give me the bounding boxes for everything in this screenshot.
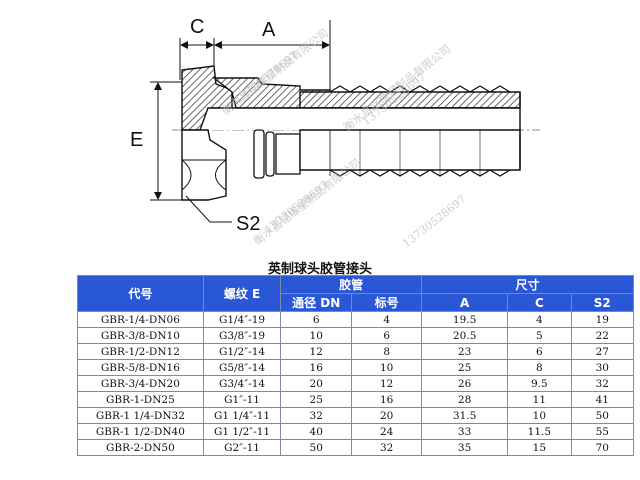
cell-s2: 30 xyxy=(570,359,635,376)
dim-e-label: E xyxy=(130,129,143,151)
cell-dn: 50 xyxy=(280,439,353,456)
cell-dn: 32 xyxy=(280,407,353,424)
cell-c: 11.5 xyxy=(507,423,572,440)
table-row: GBR-5/8-DN16 G5/8″-14 16 10 25 8 30 xyxy=(77,359,635,376)
cell-s2: 22 xyxy=(570,327,635,344)
cell-mark: 16 xyxy=(351,391,423,408)
header-bore: 通径 DN xyxy=(280,293,353,312)
cell-dn: 40 xyxy=(280,423,353,440)
cell-dn: 10 xyxy=(280,327,353,344)
cell-thread: G1 1/4″-11 xyxy=(202,407,282,424)
cell-code: GBR-1 1/4-DN32 xyxy=(77,407,204,424)
header-c: C xyxy=(507,293,572,312)
table-row: GBR-2-DN50 G2″-11 50 32 35 15 70 xyxy=(77,439,635,456)
cell-code: GBR-2-DN50 xyxy=(77,439,204,456)
cell-c: 9.5 xyxy=(507,375,572,392)
cell-mark: 4 xyxy=(351,311,423,328)
spec-table: 代号 螺纹 E 胶管 尺寸 通径 DN 标号 A C S2 GBR-1/4-DN… xyxy=(77,275,635,456)
cell-code: GBR-3/4-DN20 xyxy=(77,375,204,392)
cell-mark: 8 xyxy=(351,343,423,360)
cell-s2: 55 xyxy=(570,423,635,440)
cell-mark: 6 xyxy=(351,327,423,344)
table-row: GBR-3/4-DN20 G3/4″-14 20 12 26 9.5 32 xyxy=(77,375,635,392)
header-mark: 标号 xyxy=(351,293,423,312)
cell-mark: 10 xyxy=(351,359,423,376)
cell-mark: 20 xyxy=(351,407,423,424)
table-row: GBR-1-DN25 G1″-11 25 16 28 11 41 xyxy=(77,391,635,408)
table-row: GBR-1 1/2-DN40 G1 1/2″-11 40 24 33 11.5 … xyxy=(77,423,635,440)
dim-s2-label: S2 xyxy=(236,213,260,235)
cell-code: GBR-3/8-DN10 xyxy=(77,327,204,344)
cell-code: GBR-5/8-DN16 xyxy=(77,359,204,376)
cell-a: 26 xyxy=(421,375,509,392)
cell-a: 20.5 xyxy=(421,327,509,344)
cell-dn: 12 xyxy=(280,343,353,360)
header-code: 代号 xyxy=(77,275,204,312)
cell-s2: 19 xyxy=(570,311,635,328)
cell-c: 15 xyxy=(507,439,572,456)
cell-a: 19.5 xyxy=(421,311,509,328)
cell-c: 6 xyxy=(507,343,572,360)
cell-dn: 16 xyxy=(280,359,353,376)
cell-a: 23 xyxy=(421,343,509,360)
cell-thread: G1/2″-14 xyxy=(202,343,282,360)
cell-a: 35 xyxy=(421,439,509,456)
cell-c: 11 xyxy=(507,391,572,408)
table-row: GBR-1/4-DN06 G1/4″-19 6 4 19.5 4 19 xyxy=(77,311,635,328)
table-row: GBR-1 1/4-DN32 G1 1/4″-11 32 20 31.5 10 … xyxy=(77,407,635,424)
header-thread: 螺纹 E xyxy=(202,275,282,312)
cell-thread: G1 1/2″-11 xyxy=(202,423,282,440)
table-row: GBR-3/8-DN10 G3/8″-19 10 6 20.5 5 22 xyxy=(77,327,635,344)
cell-mark: 32 xyxy=(351,439,423,456)
header-s2: S2 xyxy=(570,293,635,312)
cell-code: GBR-1 1/2-DN40 xyxy=(77,423,204,440)
cell-c: 8 xyxy=(507,359,572,376)
cell-c: 4 xyxy=(507,311,572,328)
header-size: 尺寸 xyxy=(421,275,634,294)
cell-mark: 24 xyxy=(351,423,423,440)
dim-c-label: C xyxy=(190,16,204,38)
cell-thread: G2″-11 xyxy=(202,439,282,456)
cell-thread: G3/8″-19 xyxy=(202,327,282,344)
cell-code: GBR-1/4-DN06 xyxy=(77,311,204,328)
cell-thread: G3/4″-14 xyxy=(202,375,282,392)
cell-s2: 27 xyxy=(570,343,635,360)
cell-s2: 50 xyxy=(570,407,635,424)
cell-dn: 20 xyxy=(280,375,353,392)
header-hose: 胶管 xyxy=(280,275,423,294)
fitting-drawing: C A E S2 xyxy=(130,16,540,235)
cell-c: 5 xyxy=(507,327,572,344)
cell-s2: 70 xyxy=(570,439,635,456)
cell-c: 10 xyxy=(507,407,572,424)
cell-dn: 6 xyxy=(280,311,353,328)
table-row: GBR-1/2-DN12 G1/2″-14 12 8 23 6 27 xyxy=(77,343,635,360)
cell-code: GBR-1-DN25 xyxy=(77,391,204,408)
cell-s2: 32 xyxy=(570,375,635,392)
cell-a: 28 xyxy=(421,391,509,408)
cell-thread: G1/4″-19 xyxy=(202,311,282,328)
cell-mark: 12 xyxy=(351,375,423,392)
cell-code: GBR-1/2-DN12 xyxy=(77,343,204,360)
cell-a: 33 xyxy=(421,423,509,440)
cell-a: 25 xyxy=(421,359,509,376)
cell-thread: G5/8″-14 xyxy=(202,359,282,376)
cell-dn: 25 xyxy=(280,391,353,408)
cell-s2: 41 xyxy=(570,391,635,408)
dim-a-label: A xyxy=(262,19,276,41)
table-title: 英制球头胶管接头 xyxy=(267,262,372,277)
cell-a: 31.5 xyxy=(421,407,509,424)
cell-thread: G1″-11 xyxy=(202,391,282,408)
header-a: A xyxy=(421,293,509,312)
